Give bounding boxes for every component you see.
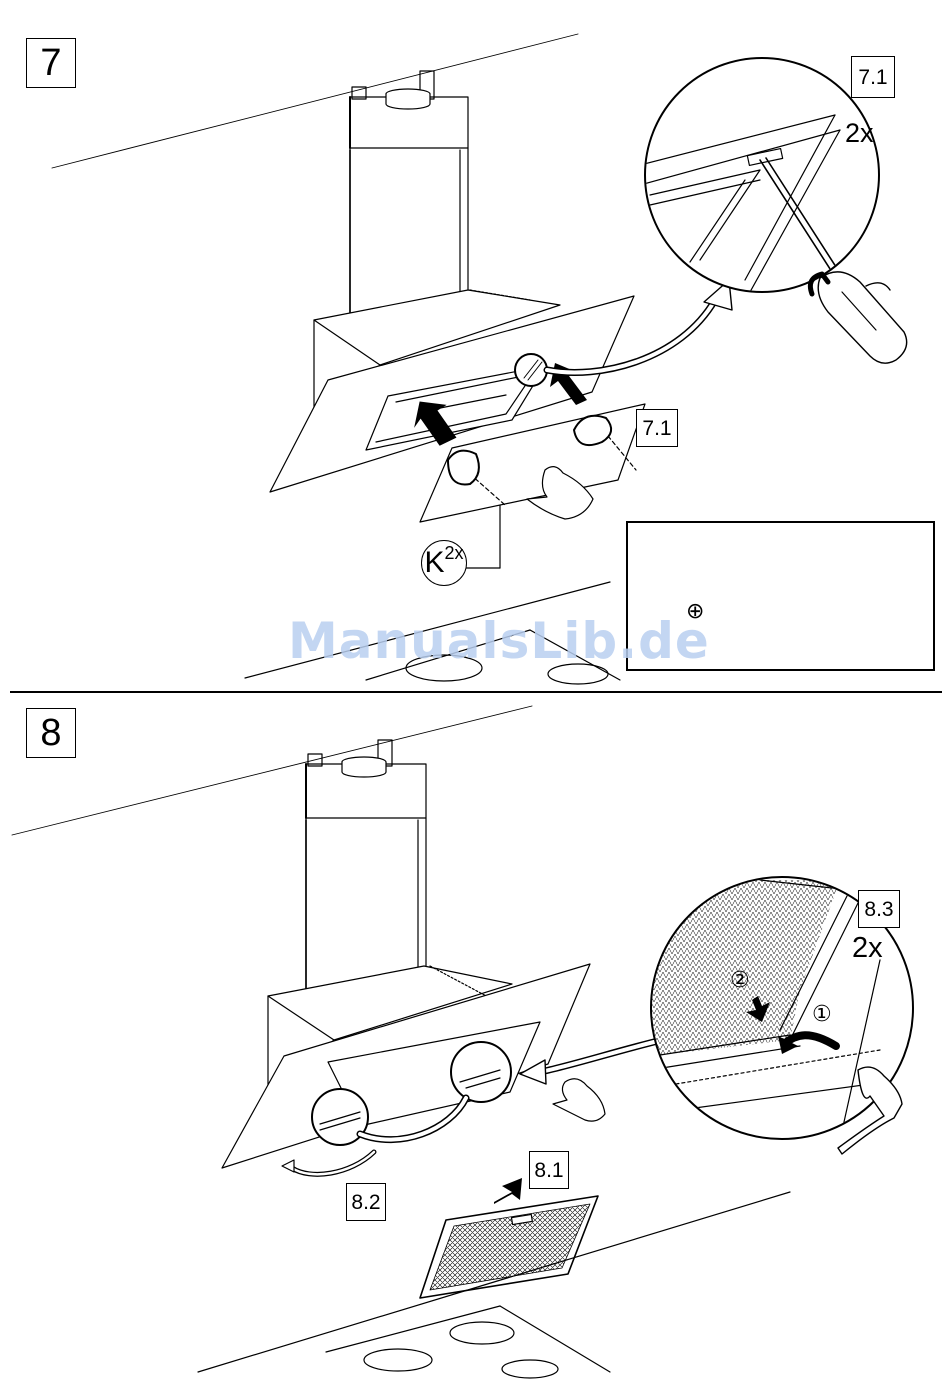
- order-marker-1: ①: [812, 1004, 832, 1026]
- order-marker-2: ②: [730, 970, 750, 992]
- detail-8-1-tag: 8.1: [529, 1151, 569, 1189]
- fastener-letter: K: [424, 546, 444, 580]
- repeat-count-8: 2x: [852, 934, 883, 963]
- hood-body-8: [222, 964, 662, 1174]
- fastener-count: 2x: [445, 543, 464, 564]
- grease-filter: [420, 1178, 598, 1298]
- watermark: ManualsLib.de: [288, 612, 710, 670]
- detail-circle-7-1: [640, 58, 907, 363]
- chimney-8: [306, 740, 426, 1005]
- detail-7-1-tag-side: 7.1: [636, 409, 678, 447]
- section-divider: [10, 691, 942, 693]
- detail-8-3-tag: 8.3: [858, 890, 900, 928]
- step-7-label: 7: [26, 38, 76, 88]
- repeat-count-7: 2x: [845, 120, 874, 147]
- detail-8-2-tag: 8.2: [346, 1183, 386, 1221]
- detail-7-1-tag-top: 7.1: [851, 56, 895, 98]
- step-8-label: 8: [26, 708, 76, 758]
- step-8-drawing: [12, 706, 913, 1378]
- chimney-7: [350, 71, 468, 327]
